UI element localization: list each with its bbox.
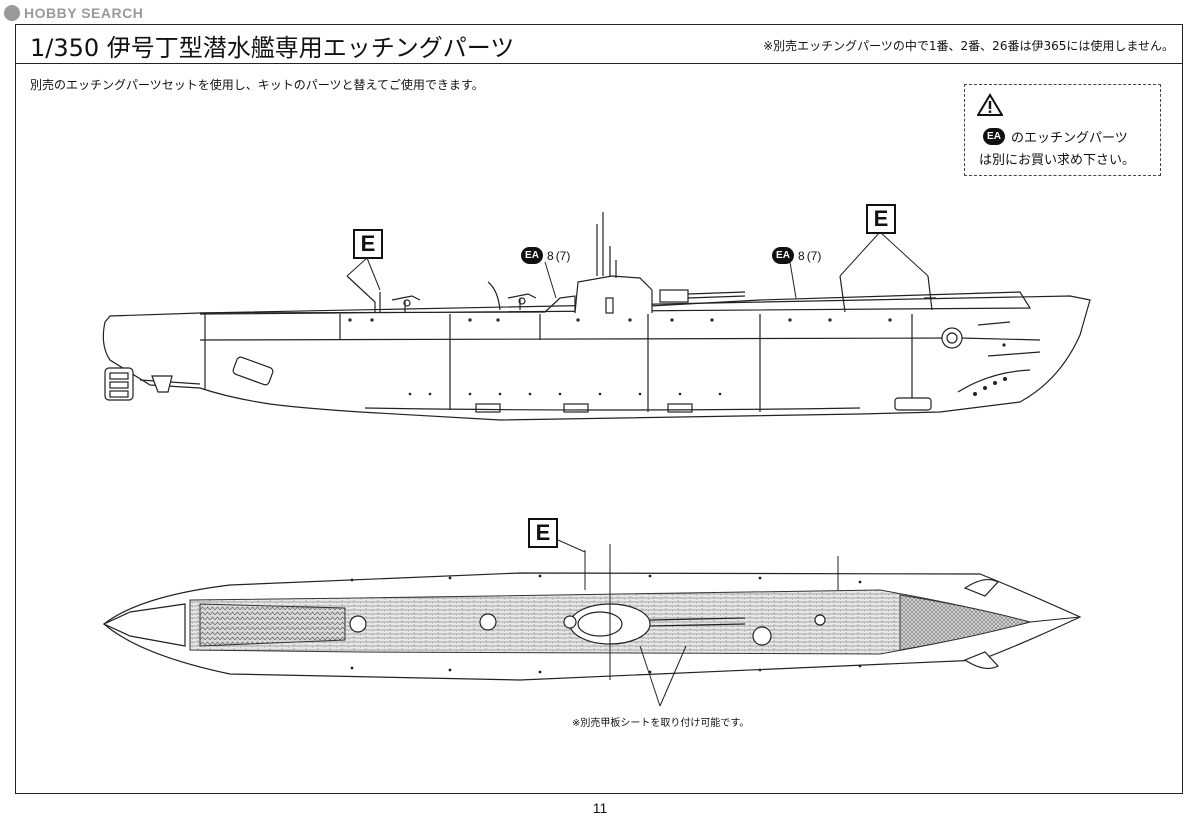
top-rivets: [350, 574, 862, 674]
warning-triangle-icon: [977, 93, 1003, 116]
top-view: [102, 544, 1082, 681]
warning-line-1-text: のエッチングパーツ: [1011, 131, 1128, 146]
part-number-alt: (7): [806, 248, 822, 263]
deck-sheet-note: ※別売甲板シートを取り付け可能です。: [572, 718, 750, 729]
warning-line-1: EA のエッチングパーツ: [983, 127, 1128, 146]
header-divider: [15, 63, 1183, 64]
top-leader-lines: [557, 539, 687, 707]
ea-badge: EA: [521, 247, 543, 264]
part-number: 8: [547, 248, 554, 263]
instruction-text: 別売のエッチングパーツセットを使用し、キットのパーツと替えてご使用できます。: [30, 78, 484, 92]
part-number: 8: [798, 248, 805, 263]
etching-part-marker: E: [353, 229, 383, 259]
watermark-text: HOBBY SEARCH: [24, 5, 144, 21]
page-number: 11: [592, 800, 608, 816]
side-view: [102, 212, 1091, 421]
etching-part-marker: E: [528, 518, 558, 548]
side-leader-lines: [346, 231, 929, 299]
warning-box: EA のエッチングパーツ は別にお買い求め下さい。: [964, 84, 1161, 176]
ea-callout-right: EA 8 (7): [772, 247, 821, 264]
header-note: ※別売エッチングパーツの中で1番、2番、26番は伊365には使用しません。: [763, 39, 1174, 53]
side-rivets: [348, 318, 1007, 396]
page-frame: [15, 24, 1183, 794]
warning-line-2: は別にお買い求め下さい。: [979, 153, 1136, 168]
side-hull-outline: [102, 295, 1091, 421]
watermark-logo-icon: [4, 5, 20, 21]
part-number-alt: (7): [555, 248, 571, 263]
ea-badge: EA: [772, 247, 794, 264]
etching-part-marker: E: [866, 204, 896, 234]
ea-callout-left: EA 8 (7): [521, 247, 570, 264]
ea-badge: EA: [983, 128, 1005, 145]
watermark: HOBBY SEARCH: [4, 4, 143, 22]
page-title: 1/350 伊号丁型潜水艦専用エッチングパーツ: [30, 34, 515, 62]
